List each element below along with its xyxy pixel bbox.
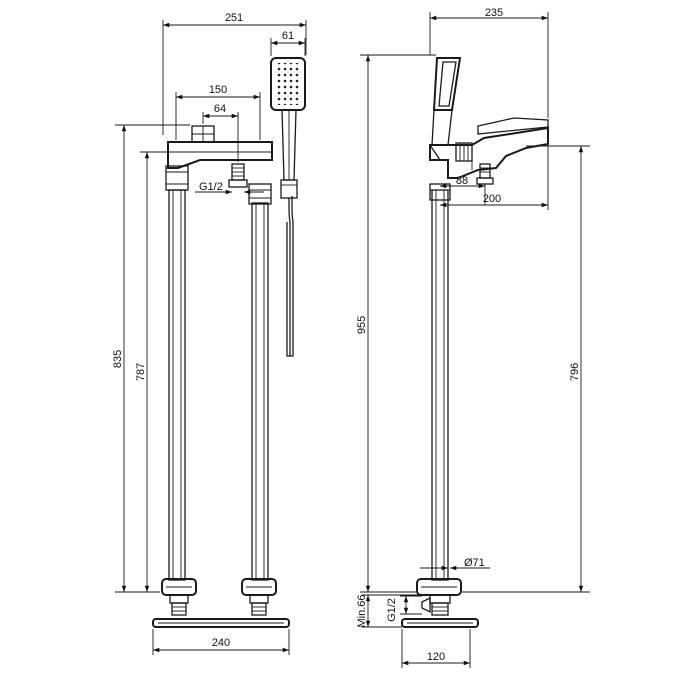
side-pillar — [429, 183, 451, 581]
dim-text-240: 240 — [212, 637, 230, 649]
dim-text-787: 787 — [135, 363, 147, 381]
dim-text-88: 88 — [456, 175, 468, 187]
right-pillar — [248, 183, 272, 581]
side-base — [401, 578, 479, 628]
side-dim-88: 88 — [440, 175, 486, 205]
dim-text-g12-side: G1/2 — [386, 598, 398, 622]
dim-text-251: 251 — [225, 12, 243, 24]
dim-text-835: 835 — [112, 350, 124, 368]
front-view: 251 61 150 64 G1/2 835 — [112, 12, 307, 655]
front-dim-835: 835 — [112, 124, 190, 593]
side-dim-120: 120 — [401, 629, 471, 668]
front-dim-g12: G1/2 — [195, 181, 264, 195]
side-connector-thread — [476, 163, 494, 185]
dim-text-955: 955 — [356, 316, 368, 334]
dim-text-200: 200 — [483, 193, 501, 205]
dim-text-min66: Min.66 — [356, 594, 368, 627]
mixer-body — [167, 125, 273, 169]
side-dim-min66: Min.66 — [356, 594, 420, 628]
front-dim-64: 64 — [202, 103, 239, 162]
side-dim-955: 955 — [356, 54, 436, 593]
side-dim-200: 200 — [440, 144, 549, 210]
dim-text-g12-front: G1/2 — [199, 181, 223, 193]
side-hand-shower — [431, 57, 462, 146]
dim-text-796: 796 — [569, 363, 581, 381]
front-dim-251: 251 — [162, 12, 307, 135]
front-dim-787: 787 — [135, 151, 168, 592]
front-dim-61: 61 — [270, 30, 306, 56]
side-dim-g12: G1/2 — [386, 595, 422, 622]
dim-text-64: 64 — [214, 103, 226, 115]
side-dim-diameter: Ø71 — [420, 557, 490, 571]
dim-text-235: 235 — [485, 7, 503, 19]
dim-text-diameter: Ø71 — [464, 557, 485, 569]
dim-text-150: 150 — [209, 84, 227, 96]
dim-text-120: 120 — [427, 651, 445, 663]
side-dim-796: 796 — [462, 145, 590, 593]
side-dim-235: 235 — [429, 7, 549, 118]
connector-thread — [228, 163, 248, 188]
front-dim-150: 150 — [175, 84, 261, 140]
hand-shower — [270, 57, 306, 357]
dim-text-61: 61 — [282, 30, 294, 42]
side-view: 235 955 88 200 796 Ø71 — [356, 7, 590, 668]
left-pillar — [165, 165, 189, 581]
front-dim-240: 240 — [152, 629, 290, 655]
front-base — [152, 578, 290, 628]
side-mixer-body — [429, 117, 549, 179]
